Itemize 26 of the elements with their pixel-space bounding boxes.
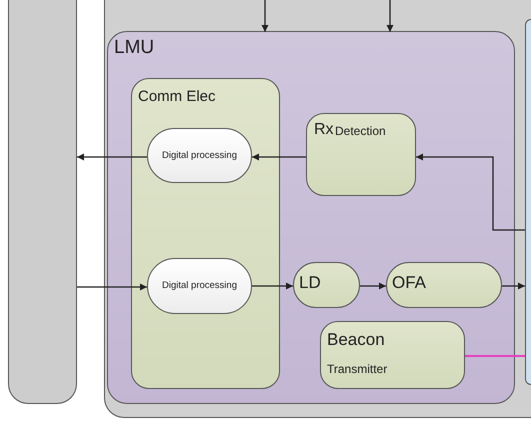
arrow <box>416 154 525 231</box>
group-block <box>131 78 280 389</box>
arrow <box>252 154 306 160</box>
arrow <box>502 282 525 290</box>
node-label: Transmitter <box>327 363 388 376</box>
node-label: Detection <box>335 125 386 138</box>
arrow <box>252 282 293 290</box>
arrow <box>77 284 147 290</box>
arrow <box>262 0 268 32</box>
process-box <box>320 321 465 389</box>
process-pill <box>386 262 502 308</box>
process-pill <box>293 262 360 308</box>
node-label: Beacon <box>327 331 385 350</box>
node-label: OFA <box>392 274 426 293</box>
arrow <box>77 154 147 160</box>
node-label: Digital processing <box>162 150 237 161</box>
arrow <box>360 282 386 290</box>
node-label: LMU <box>114 38 154 59</box>
side-block <box>525 19 531 385</box>
arrow <box>386 0 394 32</box>
node-label: LD <box>299 274 321 293</box>
side-panel <box>8 0 77 404</box>
process-box <box>306 113 416 196</box>
node-label: Digital processing <box>162 280 237 292</box>
node-label: Rx <box>314 121 334 139</box>
node-label: Comm Elec <box>138 89 216 106</box>
